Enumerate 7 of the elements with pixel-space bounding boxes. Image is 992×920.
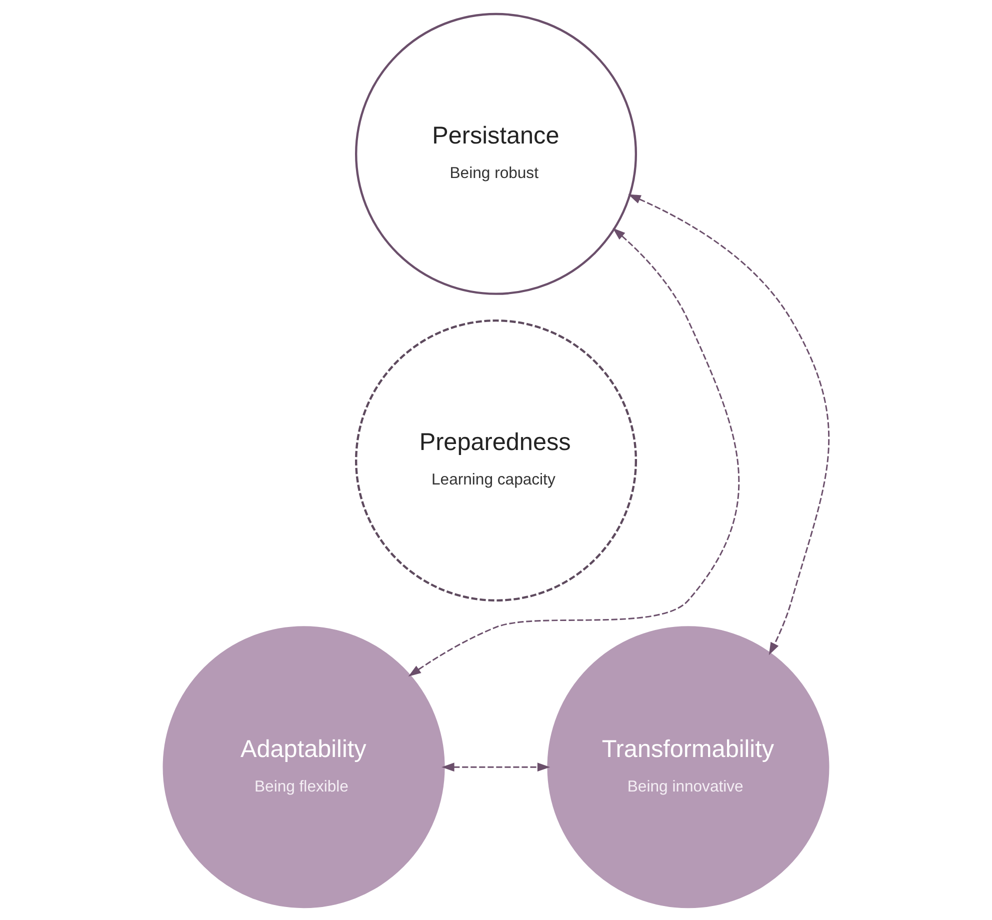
arrow — [628, 194, 829, 655]
node-circle: Adaptability Being flexible — [162, 626, 444, 908]
arrow — [441, 762, 550, 772]
node-circle: Preparedness Learning capacity — [354, 318, 637, 601]
arrow — [408, 228, 739, 676]
node-circle: Transformability Being innovative — [546, 626, 829, 908]
node-circle: Persistance Being robust — [354, 12, 637, 294]
